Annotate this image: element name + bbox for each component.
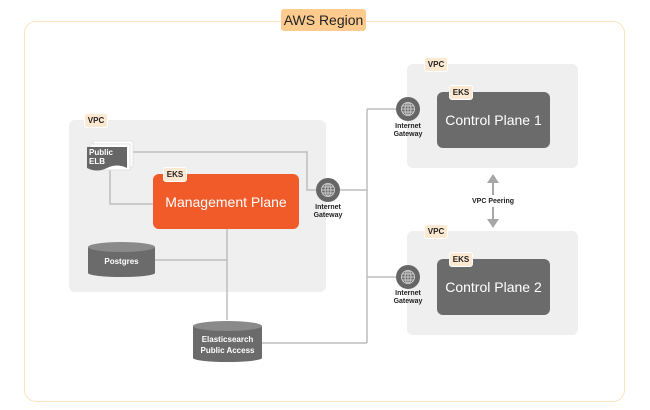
vpc2-internet-gateway[interactable]: [396, 265, 420, 289]
control-plane-1-eks-tag: EKS: [449, 85, 473, 100]
globe-icon: [401, 102, 415, 116]
vpc-peering-label: VPC Peering: [471, 198, 514, 205]
left-gateway-label: Internet Gateway: [308, 204, 348, 220]
postgres-cylinder: [88, 242, 155, 277]
globe-icon: [321, 183, 335, 197]
public-elb-icon: [87, 140, 134, 171]
control-plane-2-box[interactable]: Control Plane 2: [437, 259, 550, 315]
elasticsearch-cylinder: [193, 321, 262, 362]
vpc2-gateway-label: Internet Gateway: [388, 290, 428, 306]
postgres-label: Postgres: [104, 257, 139, 266]
elasticsearch-label-line1: Elasticsearch: [201, 335, 254, 344]
control-plane-1-label: Control Plane 1: [445, 112, 542, 128]
vpc2-gateway-label-line2: Gateway: [393, 298, 423, 305]
control-plane-2-label: Control Plane 2: [445, 279, 542, 295]
vpc2-gateway-label-line1: Internet: [395, 290, 421, 297]
vpc1-gateway-label: Internet Gateway: [388, 123, 428, 139]
left-gateway-label-line2: Gateway: [313, 212, 343, 219]
elasticsearch-label-line2: Public Access: [200, 346, 255, 355]
elb-label-line2: ELB: [89, 157, 105, 166]
control-plane-2-eks-tag: EKS: [449, 252, 473, 267]
elb-to-management-line: [109, 170, 153, 205]
left-internet-gateway[interactable]: [316, 178, 340, 202]
elb-label-line1: Public: [89, 148, 114, 157]
left-gateway-label-line1: Internet: [315, 204, 341, 211]
aws-region-label: AWS Region: [281, 9, 366, 31]
vpc-peering-arrow: [487, 174, 499, 228]
control-plane-1-box[interactable]: Control Plane 1: [437, 92, 550, 148]
management-plane-box[interactable]: Management Plane: [153, 174, 299, 229]
management-eks-tag: EKS: [163, 167, 187, 182]
vpc1-gateway-label-line1: Internet: [395, 123, 421, 130]
public-elb-label: Public ELB: [89, 148, 119, 166]
vpc1-gateway-label-line2: Gateway: [393, 131, 423, 138]
elasticsearch-label: Elasticsearch Public Access: [193, 334, 262, 356]
globe-icon: [401, 270, 415, 284]
elb-to-gateway-line: [133, 151, 316, 191]
vpc1-internet-gateway[interactable]: [396, 97, 420, 121]
vpc-2-label: VPC: [424, 224, 448, 239]
vpc-1-label: VPC: [424, 57, 448, 72]
left-vpc-label: VPC: [84, 113, 108, 128]
management-plane-label: Management Plane: [165, 193, 287, 210]
